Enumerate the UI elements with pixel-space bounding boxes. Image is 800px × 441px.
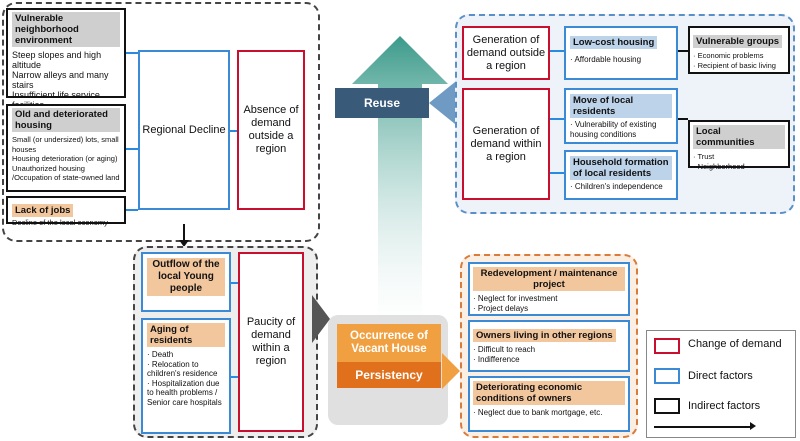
redevelopment-title: Redevelopment / maintenance project (473, 267, 625, 291)
persistency-label: Persistency (355, 368, 423, 382)
owners-living-item-0: Difficult to reach (473, 345, 625, 355)
down-arrow-line (183, 224, 185, 242)
aging-item-0: Death (147, 350, 225, 360)
outflow-label: Outflow of the local Young people (147, 258, 225, 296)
generation-outside-label: Generation of demand outside a region (466, 33, 546, 72)
move-local-item-0: Vulnerability of existing housing condit… (570, 120, 672, 139)
regional-decline-label: Regional Decline (142, 123, 226, 136)
connector-line (231, 376, 238, 378)
redevelopment-item-1: Project delays (473, 304, 625, 314)
redevelopment-box: Redevelopment / maintenance project Negl… (468, 262, 630, 316)
aging-title: Aging of residents (147, 323, 225, 347)
regional-decline-group (2, 2, 320, 242)
local-communities-item-0: Trust (693, 152, 785, 162)
aging-item-1: Relocation to children's residence (147, 360, 225, 379)
outflow-box: Outflow of the local Young people (141, 252, 231, 312)
owners-living-box: Owners living in other regions Difficult… (468, 320, 630, 372)
oh-item-0: Small (or undersized) lots, small houses (12, 135, 119, 154)
generation-within-box: Generation of demand within a region (462, 88, 550, 200)
legend-change-label: Change of demand (688, 338, 782, 350)
household-title: Household formation of local residents (570, 156, 672, 180)
old-housing-box: Old and deteriorated housing Small (or u… (6, 104, 126, 192)
low-cost-box: Low-cost housing Affordable housing (564, 26, 678, 80)
connector-line (678, 50, 688, 52)
aging-item-2: Hospitalization due to health problems /… (147, 379, 225, 408)
vulnerable-neighborhood-title: Vulnerable neighborhood environment (12, 12, 120, 47)
reuse-label: Reuse (363, 96, 401, 110)
oh-item-2: Unauthorized housing /Occupation of stat… (12, 163, 120, 183)
connector-line (231, 282, 238, 284)
regional-decline-box: Regional Decline (138, 50, 230, 210)
vulnerable-groups-title: Vulnerable groups (693, 35, 783, 48)
low-cost-title: Low-cost housing (570, 36, 658, 49)
down-arrow-head (179, 240, 189, 247)
occurrence-box: Occurrence of Vacant House (337, 324, 441, 362)
aging-box: Aging of residents Death Relocation to c… (141, 318, 231, 434)
legend-change-swatch (654, 338, 680, 354)
connector-line (126, 52, 138, 54)
persistency-arrow-head (442, 353, 460, 389)
local-communities-box: Local communities Trust Neighborhood (688, 120, 790, 171)
vulnerable-groups-box: Vulnerable groups Economic problems Reci… (688, 26, 790, 74)
oh-item-1: Housing deterioration (or aging) (12, 154, 118, 163)
right-chevron-shape (312, 295, 330, 343)
connector-line (230, 130, 237, 132)
connector-line (126, 148, 138, 150)
legend-direct-label: Direct factors (688, 370, 753, 382)
paucity-box: Paucity of demand within a region (238, 252, 304, 432)
connector-line (550, 50, 564, 52)
vn-item-0: Steep slopes and high altitude (12, 50, 102, 70)
redevelopment-item-0: Neglect for investment (473, 294, 625, 304)
connector-line (550, 172, 564, 174)
legend-indirect-label: Indirect factors (688, 400, 761, 412)
connector-line (126, 209, 138, 211)
connector-line (550, 118, 564, 120)
owners-living-title: Owners living in other regions (473, 329, 616, 342)
vn-item-1: Narrow alleys and many stairs (12, 70, 109, 90)
vulnerable-neighborhood-box: Vulnerable neighborhood environment Stee… (6, 8, 126, 110)
paucity-label: Paucity of demand within a region (246, 316, 296, 367)
move-local-box: Move of local residents Vulnerability of… (564, 88, 678, 144)
connector-line (678, 118, 688, 120)
generation-within-label: Generation of demand within a region (470, 124, 542, 163)
lack-of-jobs-box: Lack of jobs Decline of the local econom… (6, 196, 126, 227)
deteriorating-title: Deteriorating economic conditions of own… (473, 381, 625, 405)
old-housing-title: Old and deteriorated housing (12, 108, 120, 132)
legend-direct-swatch (654, 368, 680, 384)
lj-item-0: Decline of the local economy (12, 218, 108, 227)
legend-indirect-swatch (654, 398, 680, 414)
move-local-title: Move of local residents (570, 94, 672, 118)
vulnerable-groups-item-1: Recipient of basic living (693, 61, 785, 71)
household-item-0: Children's independence (570, 182, 672, 192)
local-communities-title: Local communities (693, 125, 785, 149)
lack-of-jobs-title: Lack of jobs (12, 204, 74, 217)
owners-living-item-1: Indifference (473, 355, 625, 365)
persistency-box: Persistency (337, 362, 441, 388)
legend-arrow-line (654, 426, 750, 428)
occurrence-label: Occurrence of Vacant House (350, 330, 428, 355)
household-box: Household formation of local residents C… (564, 150, 678, 200)
reuse-arrow-head (429, 82, 455, 124)
absence-of-demand-label: Absence of demand outside a region (243, 104, 299, 155)
vulnerable-groups-item-0: Economic problems (693, 51, 785, 61)
absence-of-demand-box: Absence of demand outside a region (237, 50, 305, 210)
deteriorating-item-0: Neglect due to bank mortgage, etc. (473, 408, 625, 418)
generation-outside-box: Generation of demand outside a region (462, 26, 550, 80)
deteriorating-box: Deteriorating economic conditions of own… (468, 376, 630, 432)
low-cost-item-0: Affordable housing (570, 55, 672, 65)
legend-arrow-head (750, 422, 756, 430)
reuse-bar: Reuse (335, 88, 429, 118)
reuse-up-arrow (352, 36, 448, 326)
local-communities-item-1: Neighborhood (693, 162, 785, 172)
